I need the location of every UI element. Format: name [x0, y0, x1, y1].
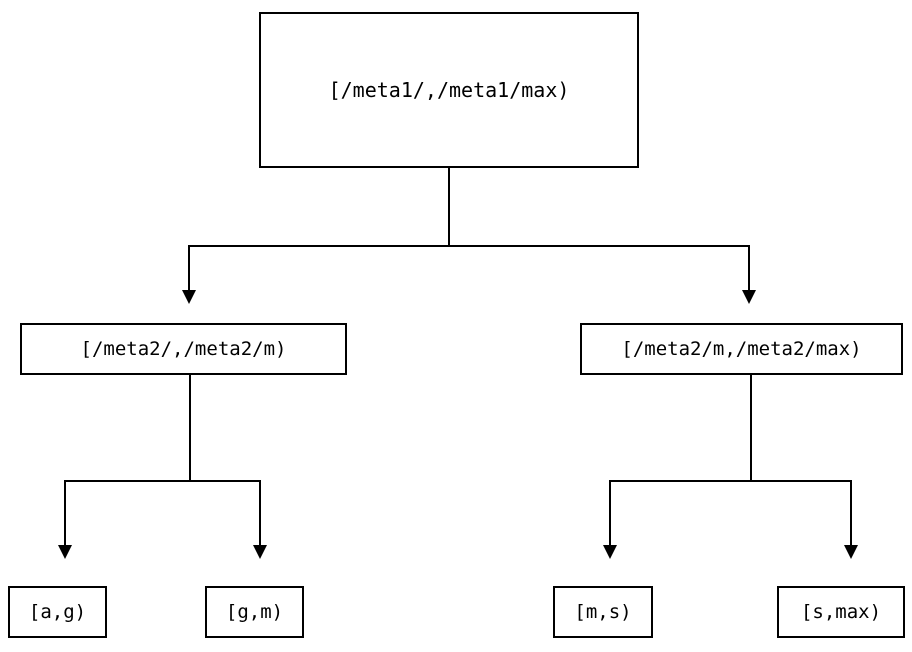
arrow-down-icon-leaf-a-g: [58, 545, 72, 559]
node-leaf-s-max-label: [s,max): [800, 600, 882, 623]
edge-mid-left-to-leaf-g-m: [259, 480, 261, 546]
edge-mid-right-to-leaf-s-max: [850, 480, 852, 546]
arrow-down-icon-mid-right: [742, 290, 756, 304]
arrow-down-icon-leaf-m-s: [603, 545, 617, 559]
edge-root-to-mid-left: [188, 245, 190, 291]
node-root: [/meta1/,/meta1/max): [259, 12, 639, 168]
arrow-down-icon-leaf-g-m: [253, 545, 267, 559]
edge-root-bar: [188, 245, 750, 247]
edge-mid-right-bar: [609, 480, 852, 482]
edge-mid-right-to-leaf-m-s: [609, 480, 611, 546]
node-mid-left-label: [/meta2/,/meta2/m): [80, 337, 287, 360]
node-leaf-m-s-label: [m,s): [574, 600, 632, 623]
edge-root-to-mid-right: [748, 245, 750, 291]
node-mid-right-label: [/meta2/m,/meta2/max): [621, 337, 862, 360]
edge-mid-left-to-leaf-a-g: [64, 480, 66, 546]
node-leaf-s-max: [s,max): [777, 586, 905, 638]
node-leaf-g-m: [g,m): [205, 586, 304, 638]
node-mid-left: [/meta2/,/meta2/m): [20, 323, 347, 375]
edge-mid-left-stem: [189, 375, 191, 481]
arrow-down-icon-leaf-s-max: [844, 545, 858, 559]
edge-root-stem: [448, 168, 450, 246]
node-leaf-a-g: [a,g): [8, 586, 107, 638]
edge-mid-right-stem: [750, 375, 752, 481]
node-mid-right: [/meta2/m,/meta2/max): [580, 323, 903, 375]
node-leaf-g-m-label: [g,m): [225, 600, 284, 623]
node-root-label: [/meta1/,/meta1/max): [328, 78, 570, 102]
node-leaf-m-s: [m,s): [553, 586, 653, 638]
arrow-down-icon-mid-left: [182, 290, 196, 304]
node-leaf-a-g-label: [a,g): [28, 600, 87, 623]
edge-mid-left-bar: [64, 480, 261, 482]
